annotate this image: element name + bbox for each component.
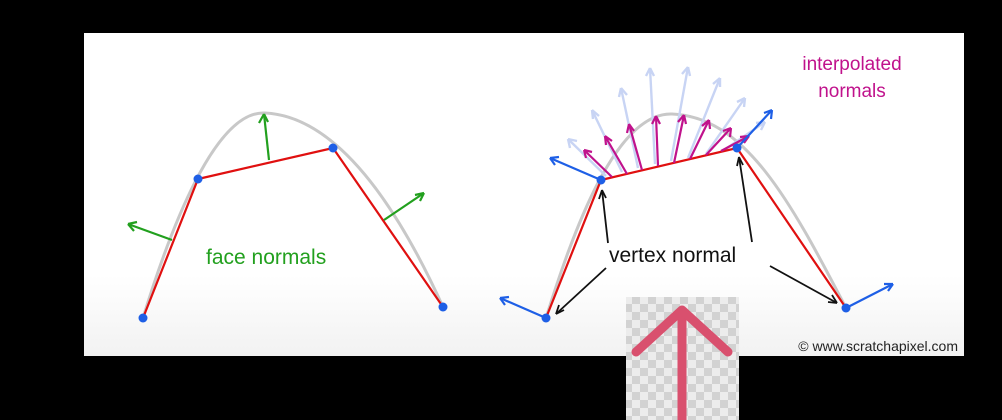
vertex-dot [541, 313, 551, 323]
face-normal-arrows [127, 113, 425, 242]
vertices-left [138, 143, 448, 323]
smooth-curve-left [141, 111, 445, 319]
vertex-dot [328, 143, 338, 153]
vertex-dot [138, 313, 148, 323]
smooth-curve-right [544, 112, 848, 319]
vertex-dot [193, 174, 203, 184]
interpolated-normals-label-line2: normals [818, 81, 886, 102]
vertex-dot [841, 303, 851, 313]
vertex-normal-arrows [499, 108, 894, 320]
vertex-normal-pointers [555, 156, 838, 315]
vertex-normals-diagram: vertex normal interpolated normals [499, 54, 902, 323]
polyline-right [544, 146, 847, 319]
polyline-left [141, 146, 444, 319]
interpolated-normals-label-line1: interpolated [802, 54, 901, 75]
vertex-dot [596, 175, 606, 185]
vertex-normal-label: vertex normal [609, 244, 736, 267]
vertex-dot [438, 302, 448, 312]
pointer-overlay [626, 297, 739, 420]
vertex-dot [732, 143, 742, 153]
face-normals-label: face normals [206, 246, 326, 269]
diagram-panel [84, 33, 964, 356]
credit-text: © www.scratchapixel.com [798, 338, 958, 354]
up-arrow-icon [631, 305, 733, 420]
face-normals-diagram: face normals [127, 111, 448, 323]
vertices-right [541, 143, 851, 323]
